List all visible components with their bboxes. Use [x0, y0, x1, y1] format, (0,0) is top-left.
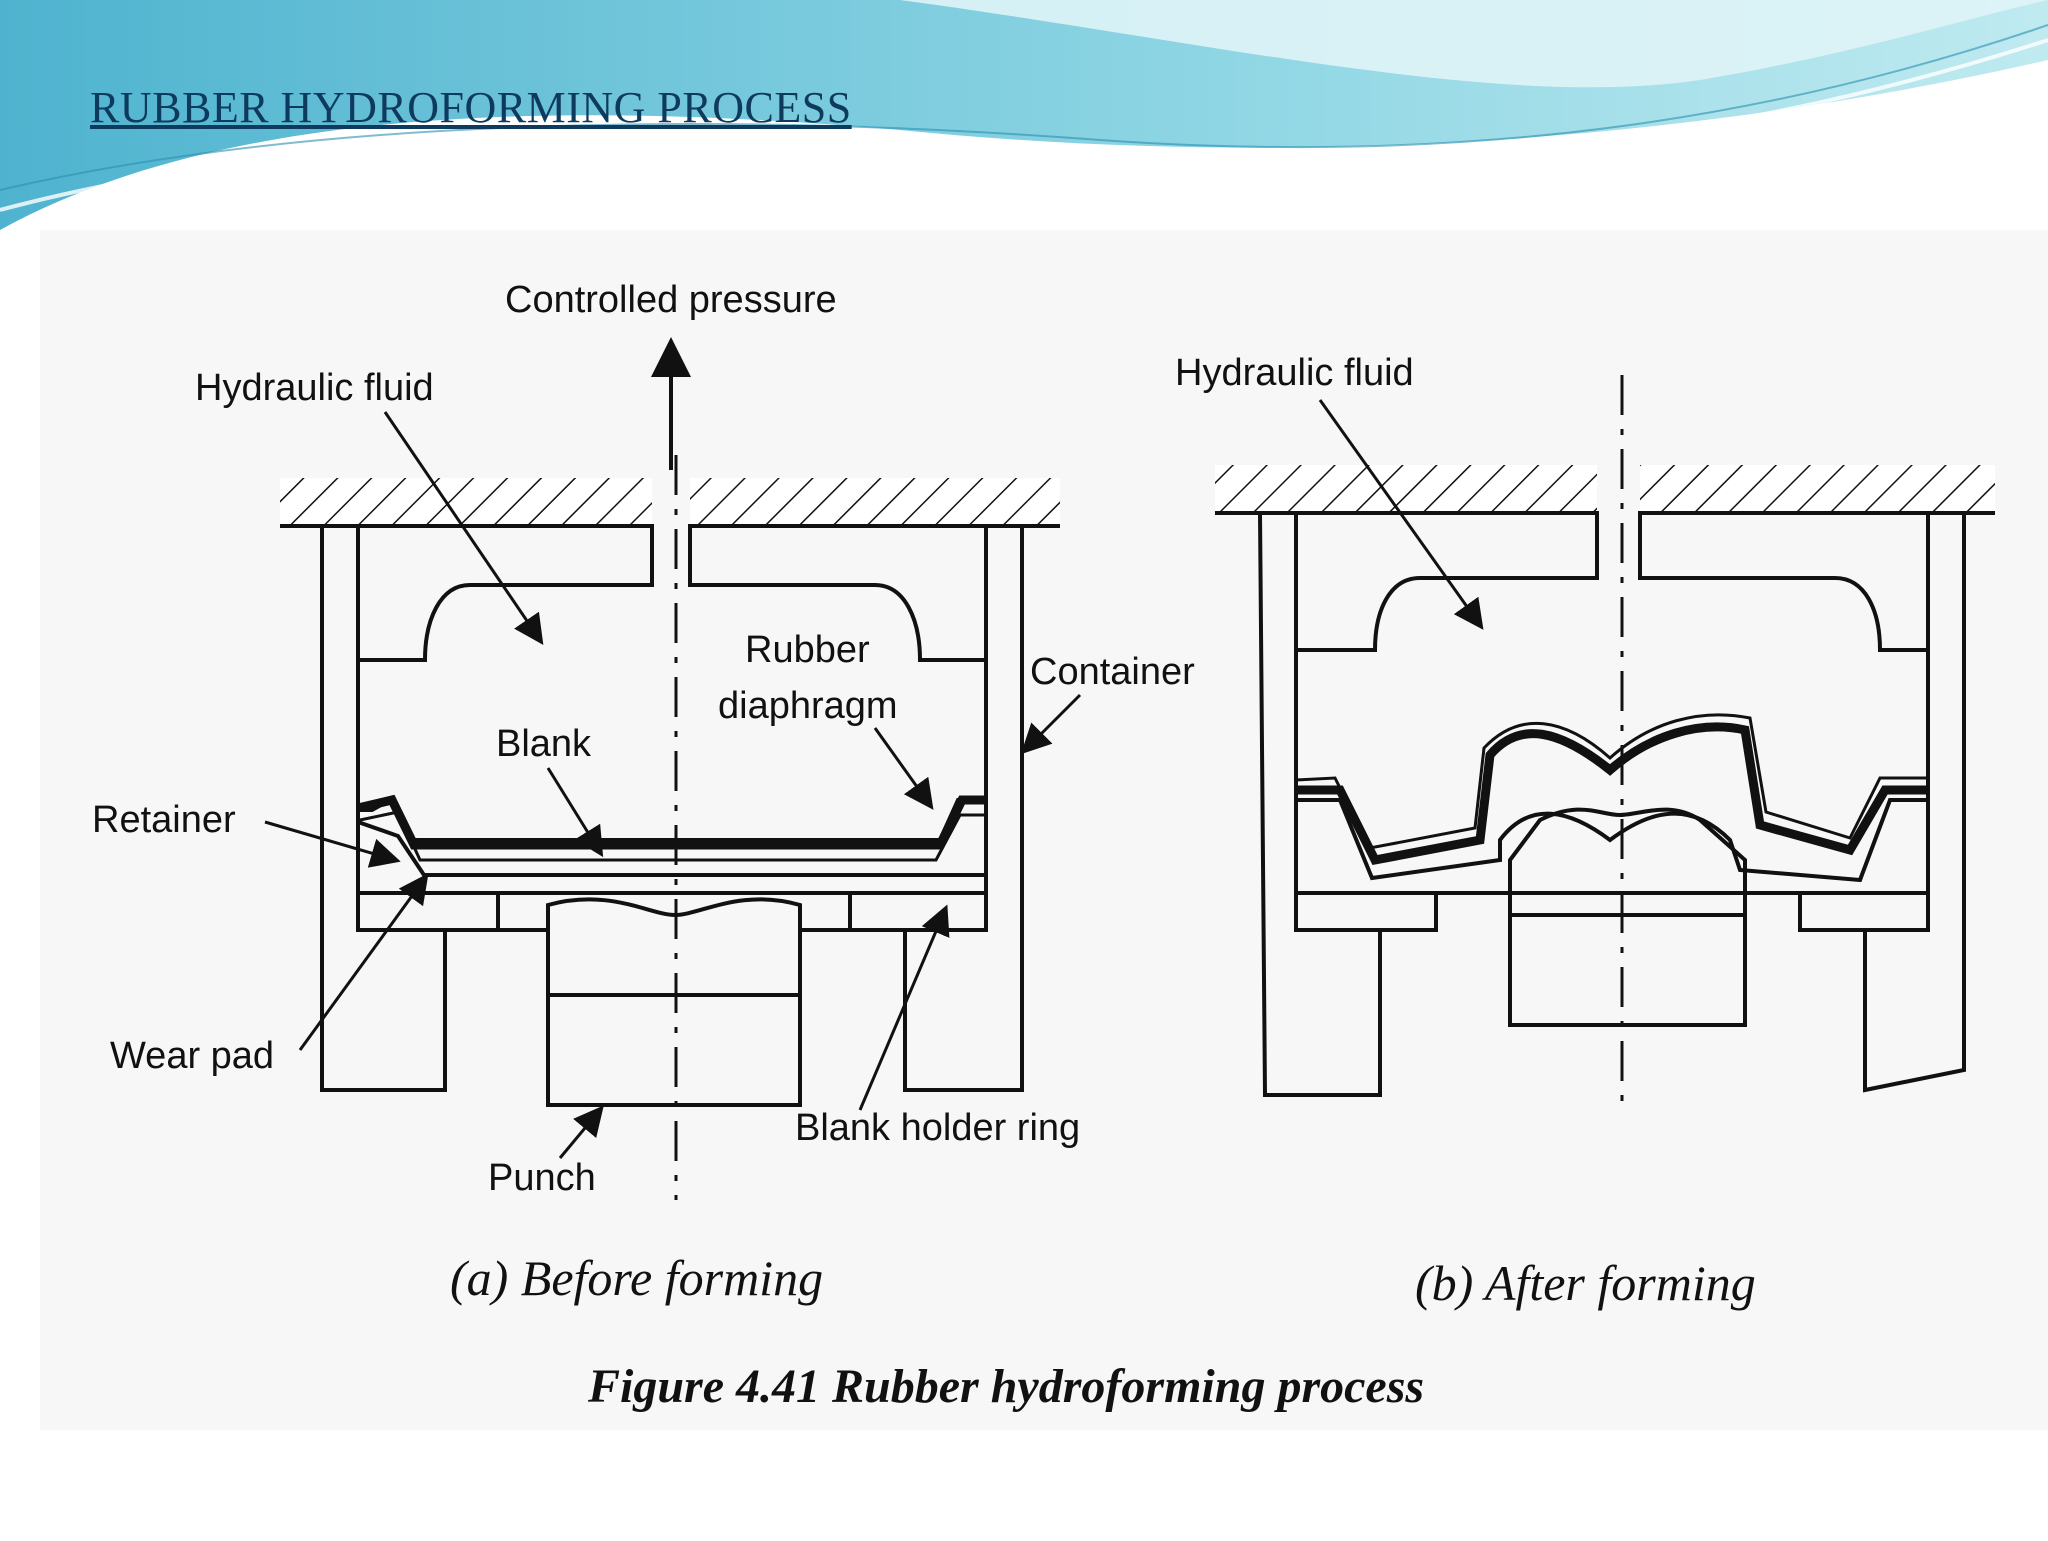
- figure-caption: Figure 4.41 Rubber hydroforming process: [587, 1360, 1424, 1413]
- ground-hatch-right: [690, 478, 1060, 526]
- ground-hatch-b-right: [1640, 465, 1995, 513]
- top-block-b-right: [1638, 511, 1930, 652]
- label-retainer: Retainer: [92, 799, 236, 841]
- scan-background: [40, 230, 2048, 1430]
- top-block-b-left: [1294, 511, 1599, 652]
- label-blank-holder-ring: Blank holder ring: [795, 1107, 1080, 1149]
- rubber-diaphragm-b: [1296, 722, 1928, 866]
- label-rubber: Rubber: [745, 629, 870, 671]
- slide-title: RUBBER HYDROFORMING PROCESS: [90, 83, 852, 132]
- label-hydraulic-fluid-b: Hydraulic fluid: [1175, 352, 1414, 394]
- header-wave: [0, 0, 2048, 230]
- top-block-right: [688, 524, 988, 662]
- label-punch: Punch: [488, 1157, 596, 1199]
- panel-after-forming: Hydraulic fluid (b) After forming: [1175, 352, 1995, 1311]
- label-wear-pad: Wear pad: [110, 1035, 274, 1077]
- blank-a: [359, 810, 986, 862]
- label-hydraulic-fluid-a: Hydraulic fluid: [195, 367, 434, 409]
- blank-holder-ring: [848, 891, 988, 932]
- punch-b: [1508, 807, 1747, 1027]
- label-container: Container: [1030, 651, 1195, 693]
- label-blank: Blank: [496, 723, 592, 765]
- panel-before-forming: Controlled pressure Hydraulic fluid Rubb…: [92, 279, 1195, 1306]
- caption-before-forming: (a) Before forming: [450, 1250, 823, 1306]
- ground-hatch-b-left: [1215, 465, 1597, 513]
- label-controlled-pressure: Controlled pressure: [505, 279, 837, 321]
- caption-after-forming: (b) After forming: [1415, 1255, 1756, 1311]
- label-diaphragm: diaphragm: [718, 685, 898, 727]
- top-block-left: [356, 524, 654, 662]
- ground-hatch-left: [280, 478, 652, 526]
